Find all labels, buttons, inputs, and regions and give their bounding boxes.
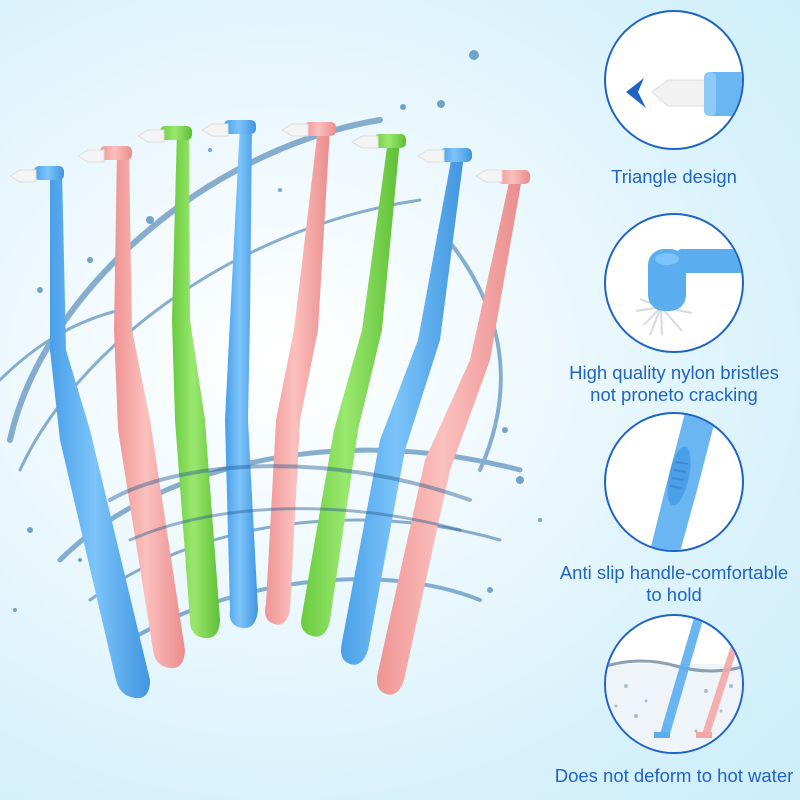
toothbrush-blue-3 <box>341 148 472 665</box>
toothbrush-blue-2 <box>201 120 258 629</box>
nylon-bristles-closeup-icon <box>604 213 744 353</box>
water-splash <box>0 117 523 642</box>
hot-water-immersion-icon <box>604 614 744 754</box>
feature-hot-water: Does not deform to hot water <box>548 612 800 800</box>
feature-nylon-bristles: High quality nylon bristles not proneto … <box>548 205 800 405</box>
toothbrush-green-1 <box>137 126 220 639</box>
feature-caption: Anti slip handle-comfortable to hold <box>559 562 789 605</box>
anti-slip-handle-closeup-icon <box>604 412 744 552</box>
feature-caption: High quality nylon bristles not proneto … <box>569 362 779 405</box>
toothbrush-group-image <box>0 50 542 699</box>
triangle-tip-closeup-icon <box>604 10 744 150</box>
feature-caption: Does not deform to hot water <box>554 765 794 786</box>
toothbrush-pink-1 <box>77 146 185 669</box>
feature-triangle-design: Triangle design <box>548 0 800 200</box>
toothbrush-green-2 <box>301 134 406 637</box>
toothbrush-pink-2 <box>265 122 336 625</box>
toothbrush-pink-3 <box>377 169 530 695</box>
toothbrush-blue-1 <box>9 166 150 699</box>
feature-caption: Triangle design <box>611 166 737 187</box>
water-droplets <box>13 50 542 612</box>
feature-anti-slip-handle: Anti slip handle-comfortable to hold <box>548 410 800 610</box>
